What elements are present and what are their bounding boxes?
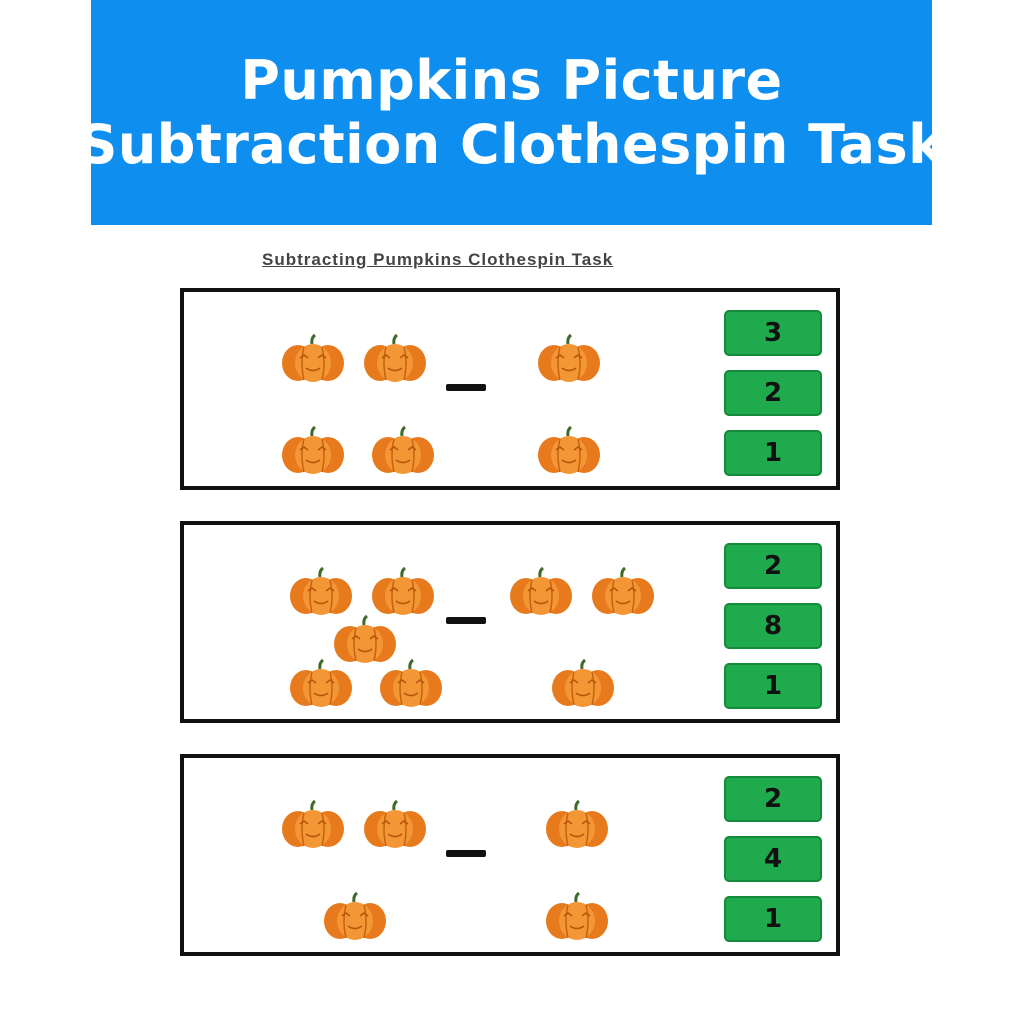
pumpkin-icon xyxy=(588,567,658,617)
pumpkin-icon xyxy=(286,659,356,709)
minus-sign-icon xyxy=(446,384,486,391)
pumpkin-icon xyxy=(278,334,348,384)
answer-tile[interactable]: 1 xyxy=(724,896,822,942)
pumpkin-icon xyxy=(278,800,348,850)
problem-card-3: 2 4 1 xyxy=(180,754,840,956)
worksheet-title: Subtracting Pumpkins Clothespin Task xyxy=(262,250,614,269)
pumpkin-icon xyxy=(278,426,348,476)
banner-title-line-2: Subtraction Clothespin Task xyxy=(78,112,945,176)
pumpkin-icon xyxy=(330,615,400,665)
answer-tile[interactable]: 2 xyxy=(724,543,822,589)
pumpkin-icon xyxy=(320,892,390,942)
pumpkin-icon xyxy=(506,567,576,617)
pumpkin-icon xyxy=(286,567,356,617)
answer-tile[interactable]: 1 xyxy=(724,430,822,476)
pumpkin-icon xyxy=(548,659,618,709)
pumpkin-icon xyxy=(542,800,612,850)
minus-sign-icon xyxy=(446,850,486,857)
problem-card-1: 3 2 1 xyxy=(180,288,840,490)
problem-card-2: 2 8 1 xyxy=(180,521,840,723)
title-banner: Pumpkins Picture Subtraction Clothespin … xyxy=(78,0,944,225)
answer-tile[interactable]: 2 xyxy=(724,776,822,822)
answer-tile[interactable]: 2 xyxy=(724,370,822,416)
answer-tile[interactable]: 4 xyxy=(724,836,822,882)
pumpkin-icon xyxy=(360,800,430,850)
pumpkin-icon xyxy=(534,334,604,384)
minus-sign-icon xyxy=(446,617,486,624)
pumpkin-icon xyxy=(542,892,612,942)
pumpkin-icon xyxy=(360,334,430,384)
banner-title-line-1: Pumpkins Picture xyxy=(240,48,783,112)
answer-tile[interactable]: 1 xyxy=(724,663,822,709)
answer-tile[interactable]: 8 xyxy=(724,603,822,649)
pumpkin-icon xyxy=(368,426,438,476)
pumpkin-icon xyxy=(534,426,604,476)
answer-tile[interactable]: 3 xyxy=(724,310,822,356)
pumpkin-icon xyxy=(376,659,446,709)
pumpkin-icon xyxy=(368,567,438,617)
